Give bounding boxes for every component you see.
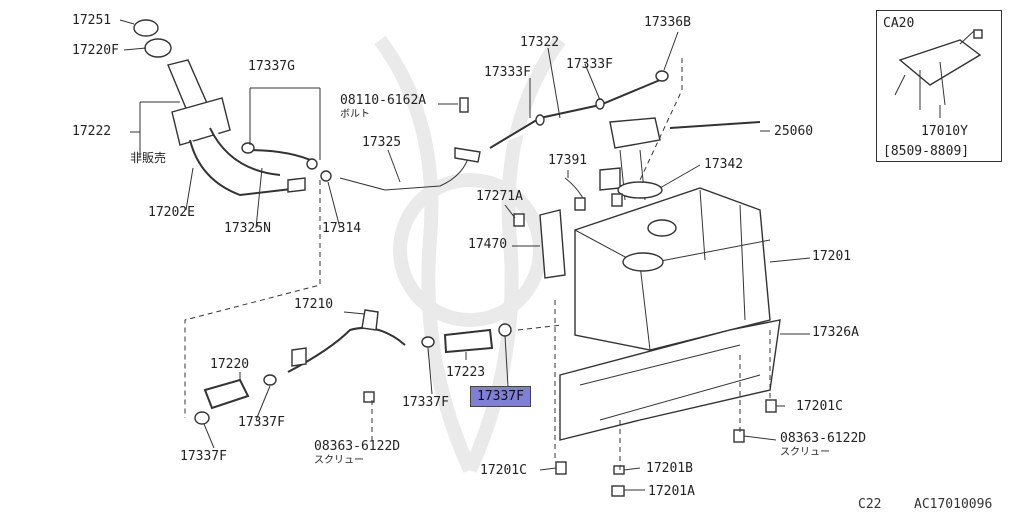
footer-code: AC17010096: [914, 497, 993, 512]
breather-hose: [241, 142, 332, 193]
part-17325n-label: 17325N: [224, 221, 271, 236]
bolt-note: ボルト: [340, 109, 370, 120]
part-17201c-label-b: 17201C: [480, 463, 527, 478]
fuel-gauge-unit: [599, 117, 761, 201]
filler-cap-assembly: [133, 19, 301, 197]
screw-note-a: スクリュー: [314, 455, 364, 466]
vent-pipe: [339, 97, 481, 191]
part-17337f-highlight[interactable]: 17337F: [470, 386, 531, 407]
part-17342-label: 17342: [704, 157, 744, 172]
part-17336b-label: 17336B: [644, 15, 691, 30]
part-08363-6122d-label-b: 08363-6122D: [780, 431, 867, 446]
part-17201b-label: 17201B: [646, 461, 693, 476]
fuel-tank: [574, 187, 771, 351]
part-17251-label: 17251: [72, 13, 112, 28]
part-17223-label: 17223: [446, 365, 486, 380]
inset-panel: CA20 17010Y [8509-8809]: [876, 10, 1002, 162]
harness: [564, 177, 623, 211]
part-17333f-label-b: 17333F: [566, 57, 613, 72]
part-17201a-label: 17201A: [648, 484, 695, 499]
part-17220-label: 17220: [210, 357, 250, 372]
part-17333f-label-a: 17333F: [484, 65, 531, 80]
part-17322-label: 17322: [520, 35, 560, 50]
part-08110-6162a-label: 08110-6162A: [340, 93, 427, 108]
leader-lines: [119, 19, 811, 491]
part-17325-label: 17325: [362, 135, 402, 150]
part-17202e-label: 17202E: [148, 205, 195, 220]
part-17210-label: 17210: [294, 297, 334, 312]
part-17271a-label: 17271A: [476, 189, 523, 204]
part-17222-label: 17222: [72, 124, 112, 139]
part-17337f-label-b: 17337F: [180, 449, 227, 464]
screw-note-b: スクリュー: [780, 447, 830, 458]
part-17201c-label-a: 17201C: [796, 399, 843, 414]
phantom-lines: [184, 58, 771, 470]
part-17337g-label: 17337G: [248, 59, 295, 74]
filler-pipe: [194, 309, 512, 425]
part-17337f-label-a: 17337F: [238, 415, 285, 430]
part-08363-6122d-label-a: 08363-6122D: [314, 439, 401, 454]
tank-protector: [559, 319, 781, 441]
part-17326a-label: 17326A: [812, 325, 859, 340]
footer-model: C22: [858, 497, 882, 512]
inset-drawing: [894, 29, 983, 118]
part-17314-label: 17314: [322, 221, 362, 236]
part-17470-label: 17470: [468, 237, 508, 252]
part-17201-label: 17201: [812, 249, 852, 264]
part-17220f-label: 17220F: [72, 43, 119, 58]
part-17391-label: 17391: [548, 153, 588, 168]
inset-date-range: [8509-8809]: [883, 144, 970, 159]
part-25060-label: 25060: [774, 124, 814, 139]
inset-title: CA20: [883, 16, 915, 31]
tank-bracket: [513, 209, 566, 279]
part-17337f-label-c: 17337F: [402, 395, 449, 410]
not-for-sale-note: 非販売: [130, 151, 167, 165]
inset-part-label: 17010Y: [921, 124, 968, 139]
